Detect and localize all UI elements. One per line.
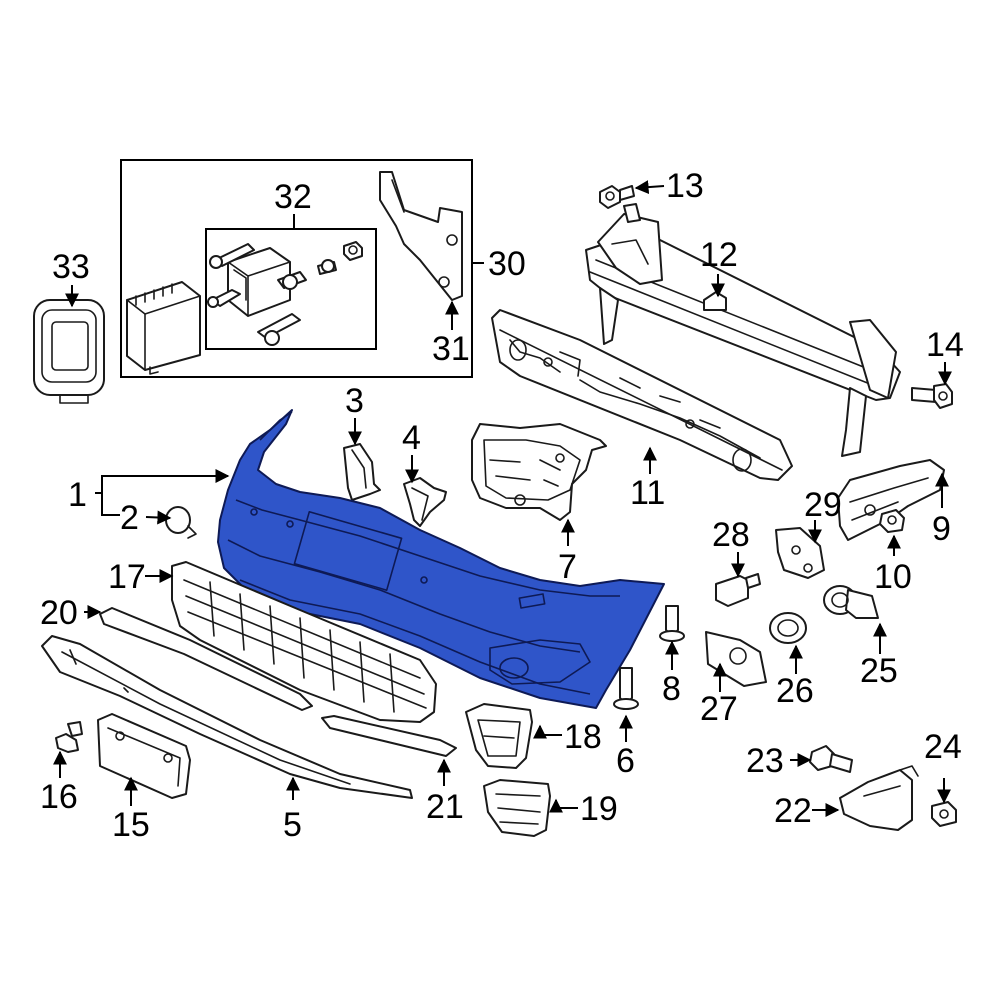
callout-30: 30 <box>488 245 526 283</box>
callout-31: 31 <box>432 330 470 368</box>
callout-33: 33 <box>52 248 90 286</box>
callout-5: 5 <box>283 806 302 844</box>
retainer-clip-part <box>55 721 83 753</box>
callout-15: 15 <box>112 806 150 844</box>
mount-screw-part <box>317 259 337 275</box>
callout-11: 11 <box>630 474 665 512</box>
grille-trim-upper-part <box>99 607 313 711</box>
side-guide-bracket-part <box>837 459 945 541</box>
mount-nut-part <box>343 241 363 261</box>
callout-12: 12 <box>700 236 738 274</box>
callout-23: 23 <box>746 742 784 780</box>
air-deflector-lower-part <box>403 477 447 527</box>
fog-lamp-grille-part <box>483 779 551 837</box>
push-pin-upper-part <box>659 605 685 642</box>
leader-lines <box>53 180 952 817</box>
callout-8: 8 <box>662 670 681 708</box>
parking-sensor-connector-part <box>715 573 761 607</box>
lower-spoiler-part <box>41 635 413 799</box>
callout-7: 7 <box>558 548 577 586</box>
splash-shield-bolt-part <box>809 745 853 773</box>
callout-19: 19 <box>580 790 618 828</box>
splash-shield-part <box>839 765 919 831</box>
fog-lamp-bracket-part <box>465 703 533 769</box>
parking-sensor-part <box>823 585 879 619</box>
callout-20: 20 <box>40 594 78 632</box>
energy-absorber-part <box>491 309 793 481</box>
bumper-side-bracket-part <box>471 423 607 521</box>
push-pin-lower-part <box>613 667 639 710</box>
callout-1: 1 <box>68 476 87 514</box>
callout-32: 32 <box>274 178 312 216</box>
sensor-holder-part <box>705 631 767 687</box>
callout-24: 24 <box>924 728 962 766</box>
callout-17: 17 <box>108 558 146 596</box>
callout-14: 14 <box>926 326 964 364</box>
callout-16: 16 <box>40 778 78 816</box>
callout-25: 25 <box>860 652 898 690</box>
callout-labels: 1 2 3 4 5 6 7 8 9 10 11 12 13 14 15 16 1… <box>40 167 964 844</box>
sensor-kit-inset-box <box>120 159 473 378</box>
mount-bracket-assembly-part <box>207 243 307 346</box>
lower-grille-part <box>171 561 437 723</box>
bracket-bolt-part <box>911 383 953 409</box>
push-nut-part <box>931 801 957 827</box>
callout-9: 9 <box>932 510 951 548</box>
callout-28: 28 <box>712 516 750 554</box>
license-plate-bracket-part <box>97 713 191 799</box>
callout-6: 6 <box>616 742 635 780</box>
mount-bracket-inset-box <box>205 228 377 350</box>
clip-nut-part <box>879 509 905 533</box>
callout-22: 22 <box>774 792 812 830</box>
radar-cover-part <box>33 299 105 404</box>
callout-13: 13 <box>666 167 704 205</box>
sensor-mount-part <box>775 527 825 579</box>
callout-18: 18 <box>564 718 602 756</box>
grille-trim-lower-part <box>321 715 457 757</box>
callout-10: 10 <box>874 558 912 596</box>
callout-2: 2 <box>120 499 139 537</box>
callout-3: 3 <box>345 382 364 420</box>
callout-4: 4 <box>402 419 421 457</box>
callout-21: 21 <box>426 788 464 826</box>
bumper-cover-part <box>217 409 665 709</box>
radar-bracket-part <box>379 171 463 301</box>
callout-26: 26 <box>776 672 814 710</box>
sensor-module-part <box>126 281 201 375</box>
callout-29: 29 <box>804 486 842 524</box>
impact-bar-part <box>585 203 901 457</box>
air-deflector-upper-part <box>343 443 381 501</box>
callout-27: 27 <box>700 690 738 728</box>
sensor-grommet-part <box>769 612 807 644</box>
tow-hook-cap-part <box>165 506 197 539</box>
beam-bolt-part <box>599 185 635 209</box>
